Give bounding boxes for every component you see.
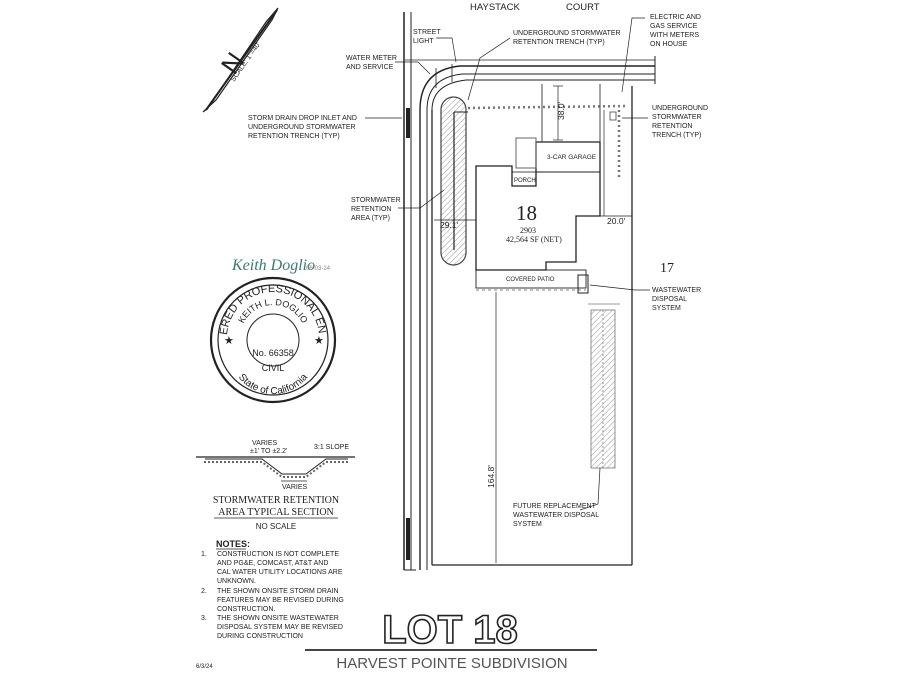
- callout-future: FUTURE REPLACEMENT WASTEWATER DISPOSAL S…: [513, 503, 599, 528]
- callout-electric: ELECTRIC AND GAS SERVICE WITH METERS ON …: [650, 14, 701, 48]
- dim-20: 20.0': [607, 216, 626, 226]
- dimensions: 38.0' 29.1' 20.0' 164.8': [434, 85, 632, 563]
- callout-text: WASTEWATER DISPOSAL: [513, 512, 599, 519]
- callout-wastewater: WASTEWATER DISPOSAL SYSTEM: [652, 287, 701, 312]
- callout-text: UNDERGROUND STORMWATER: [248, 124, 356, 131]
- callout-text: RETENTION TRENCH (TYP): [513, 39, 605, 46]
- porch-label: PORCH: [514, 178, 536, 184]
- signature: Keith Doglio: [231, 257, 315, 274]
- lot-boundary: [431, 86, 633, 566]
- callout-text: TRENCH (TYP): [652, 132, 701, 139]
- callout-text: STORMWATER: [351, 197, 401, 204]
- callout-text: RETENTION TRENCH (TYP): [248, 133, 340, 140]
- section-range: ±1' TO ±2.2': [250, 448, 287, 455]
- retention-area: [440, 96, 468, 266]
- street: HAYSTACK COURT: [403, 2, 656, 571]
- seal-civil: CIVIL: [262, 363, 285, 373]
- callout-text: SYSTEM: [652, 305, 681, 312]
- callout-text: DISPOSAL: [652, 296, 687, 303]
- driveway: [541, 84, 605, 216]
- callout-text: AREA (TYP): [351, 215, 390, 222]
- callout-water-meter: WATER METER AND SERVICE: [346, 55, 397, 71]
- callout-text: STORMWATER: [652, 114, 702, 121]
- callout-text: WATER METER: [346, 55, 397, 62]
- retention-trench-top: [467, 104, 626, 110]
- wastewater-system: [577, 274, 620, 469]
- note-line: FEATURES MAY BE REVISED DURING: [217, 597, 344, 604]
- lot-area: 42,564 SF (NET): [506, 235, 562, 244]
- section-varies-bottom: VARIES: [282, 484, 307, 491]
- section-title-2: AREA TYPICAL SECTION: [218, 507, 334, 518]
- north-arrow: N SCALE: 1"=40': [202, 7, 279, 113]
- note-line: CAL WATER UTILITY LOCATIONS ARE: [217, 569, 343, 576]
- retention-trench-right: [609, 110, 621, 178]
- date-label: 6/3/24: [196, 664, 213, 670]
- callout-text: UNDERGROUND STORMWATER: [513, 30, 621, 37]
- signature-date: 06-03-24: [306, 266, 331, 272]
- callout-text: WITH METERS: [650, 32, 699, 39]
- neighbor-lot: 17: [660, 261, 674, 276]
- notes: NOTES: 1. CONSTRUCTION IS NOT COMPLETE A…: [201, 539, 344, 640]
- street-name-1: HAYSTACK: [470, 2, 520, 13]
- note-number: 1.: [201, 551, 207, 558]
- patio-label: COVERED PATIO: [506, 277, 555, 283]
- lot-address: 2903: [520, 226, 536, 235]
- street-name-2: COURT: [566, 2, 600, 13]
- callout-trench-top: UNDERGROUND STORMWATER RETENTION TRENCH …: [513, 30, 621, 46]
- dim-164: 164.8': [486, 465, 496, 488]
- callout-retention-area: STORMWATER RETENTION AREA (TYP): [351, 197, 401, 222]
- callout-text: STORM DRAIN DROP INLET AND: [248, 115, 357, 122]
- lot-labels: 18 2903 42,564 SF (NET) 17: [506, 201, 674, 276]
- subdivision-title: HARVEST POINTE SUBDIVISION: [336, 655, 567, 672]
- section-scale: NO SCALE: [256, 522, 296, 531]
- leader-lines: [365, 17, 650, 511]
- house-footprint: 3-CAR GARAGE PORCH COVERED PATIO: [475, 137, 601, 291]
- note-number: 3.: [201, 615, 207, 622]
- dim-29: 29.1': [440, 220, 459, 230]
- seal-number: No. 66358: [252, 348, 294, 358]
- engineer-seal: Keith Doglio 06-03-24 REGISTERED PROFESS…: [0, 0, 337, 404]
- lot-number: 18: [516, 201, 537, 225]
- note-line: UNKNOWN.: [217, 578, 256, 585]
- callout-text: LIGHT: [413, 38, 434, 45]
- star-icon: ★: [314, 335, 324, 347]
- callout-text: WASTEWATER: [652, 287, 701, 294]
- callout-text: FUTURE REPLACEMENT: [513, 503, 597, 510]
- callout-text: RETENTION: [351, 206, 391, 213]
- callout-text: GAS SERVICE: [650, 23, 698, 30]
- dim-38: 38.0': [556, 101, 566, 120]
- callout-text: SYSTEM: [513, 521, 542, 528]
- callout-text: ON HOUSE: [650, 41, 688, 48]
- star-icon: ★: [224, 335, 234, 347]
- notes-heading: NOTES:: [216, 539, 250, 549]
- seal-top-arc: REGISTERED PROFESSIONAL ENGINEER: [0, 0, 328, 336]
- note-line: CONSTRUCTION.: [217, 606, 275, 613]
- title-block: LOT 18 HARVEST POINTE SUBDIVISION 6/3/24: [196, 607, 597, 672]
- typical-section: VARIES ±1' TO ±2.2' 3:1 SLOPE VARIES STO…: [196, 440, 355, 531]
- section-title-1: STORMWATER RETENTION: [213, 495, 339, 506]
- section-varies-top: VARIES: [252, 440, 277, 447]
- note-line: CONSTRUCTION IS NOT COMPLETE: [217, 551, 339, 558]
- callout-text: ELECTRIC AND: [650, 14, 701, 21]
- note-line: THE SHOWN ONSITE WASTEWATER: [217, 615, 339, 622]
- callout-text: STREET: [413, 29, 441, 36]
- seal-state-arc: State of California: [236, 372, 310, 398]
- note-line: DURING CONSTRUCTION: [217, 633, 303, 640]
- note-line: DISPOSAL SYSTEM MAY BE REVISED: [217, 624, 343, 631]
- callout-trench-right: UNDERGROUND STORMWATER RETENTION TRENCH …: [652, 105, 708, 139]
- callout-text: RETENTION: [652, 123, 692, 130]
- callout-text: UNDERGROUND: [652, 105, 708, 112]
- callout-storm-drain: STORM DRAIN DROP INLET AND UNDERGROUND S…: [248, 115, 357, 140]
- garage-label: 3-CAR GARAGE: [547, 154, 597, 161]
- callout-street-light: STREET LIGHT: [413, 29, 441, 45]
- section-slope: 3:1 SLOPE: [314, 444, 349, 451]
- note-number: 2.: [201, 588, 207, 595]
- note-line: THE SHOWN ONSITE STORM DRAIN: [217, 588, 339, 595]
- callout-text: AND SERVICE: [346, 64, 394, 71]
- note-line: AND PG&E, COMCAST, AT&T AND: [217, 560, 328, 567]
- lot-title: LOT 18: [382, 608, 518, 652]
